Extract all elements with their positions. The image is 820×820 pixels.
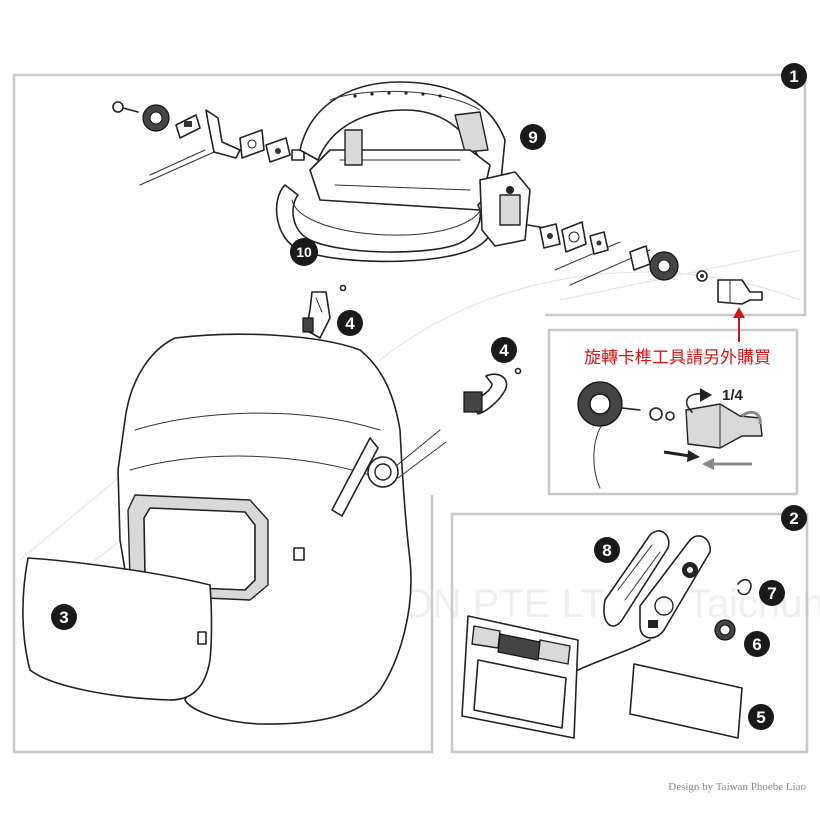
svg-text:1: 1 <box>789 67 798 86</box>
purchase-note-text: 旋轉卡榫工具請另外購買 <box>584 348 771 368</box>
callout-7: 7 <box>759 580 785 606</box>
headband-strap <box>309 149 491 211</box>
right-hardware <box>539 221 763 305</box>
clip-right <box>463 367 522 415</box>
svg-text:7: 7 <box>767 584 776 603</box>
quarter-turn-label: 1/4 <box>722 387 744 404</box>
clip-left <box>302 284 347 339</box>
callout-4-left: 4 <box>337 310 363 336</box>
svg-text:5: 5 <box>756 708 765 727</box>
callout-2: 2 <box>781 505 807 531</box>
svg-text:3: 3 <box>59 608 68 627</box>
callout-8: 8 <box>594 537 620 563</box>
left-hardware <box>112 101 305 186</box>
frame-lens-kit <box>450 512 809 754</box>
svg-text:2: 2 <box>789 509 798 528</box>
callout-9: 9 <box>520 124 546 150</box>
headgear-assembly <box>112 81 546 263</box>
svg-text:8: 8 <box>602 541 611 560</box>
designer-credit: Design by Taiwan Phoebe Liao <box>668 781 806 793</box>
callout-3: 3 <box>51 604 77 630</box>
svg-text:4: 4 <box>345 314 355 333</box>
callout-6: 6 <box>744 631 770 657</box>
callout-10: 10 <box>290 238 318 266</box>
purchase-note: 旋轉卡榫工具請另外購買 <box>584 307 771 368</box>
quarter-turn-detail: 1/4 <box>577 381 763 489</box>
helmet-shell <box>117 333 447 725</box>
callout-4-right: 4 <box>491 337 517 363</box>
lens-kit <box>461 530 752 739</box>
callout-1: 1 <box>781 63 807 89</box>
svg-text:4: 4 <box>499 341 509 360</box>
svg-text:6: 6 <box>752 635 761 654</box>
frame-main <box>12 73 807 754</box>
callout-5: 5 <box>748 704 774 730</box>
svg-text:10: 10 <box>296 244 312 260</box>
svg-text:9: 9 <box>528 128 537 147</box>
frame-detail <box>547 328 799 496</box>
outer-cover-lens <box>22 557 213 701</box>
